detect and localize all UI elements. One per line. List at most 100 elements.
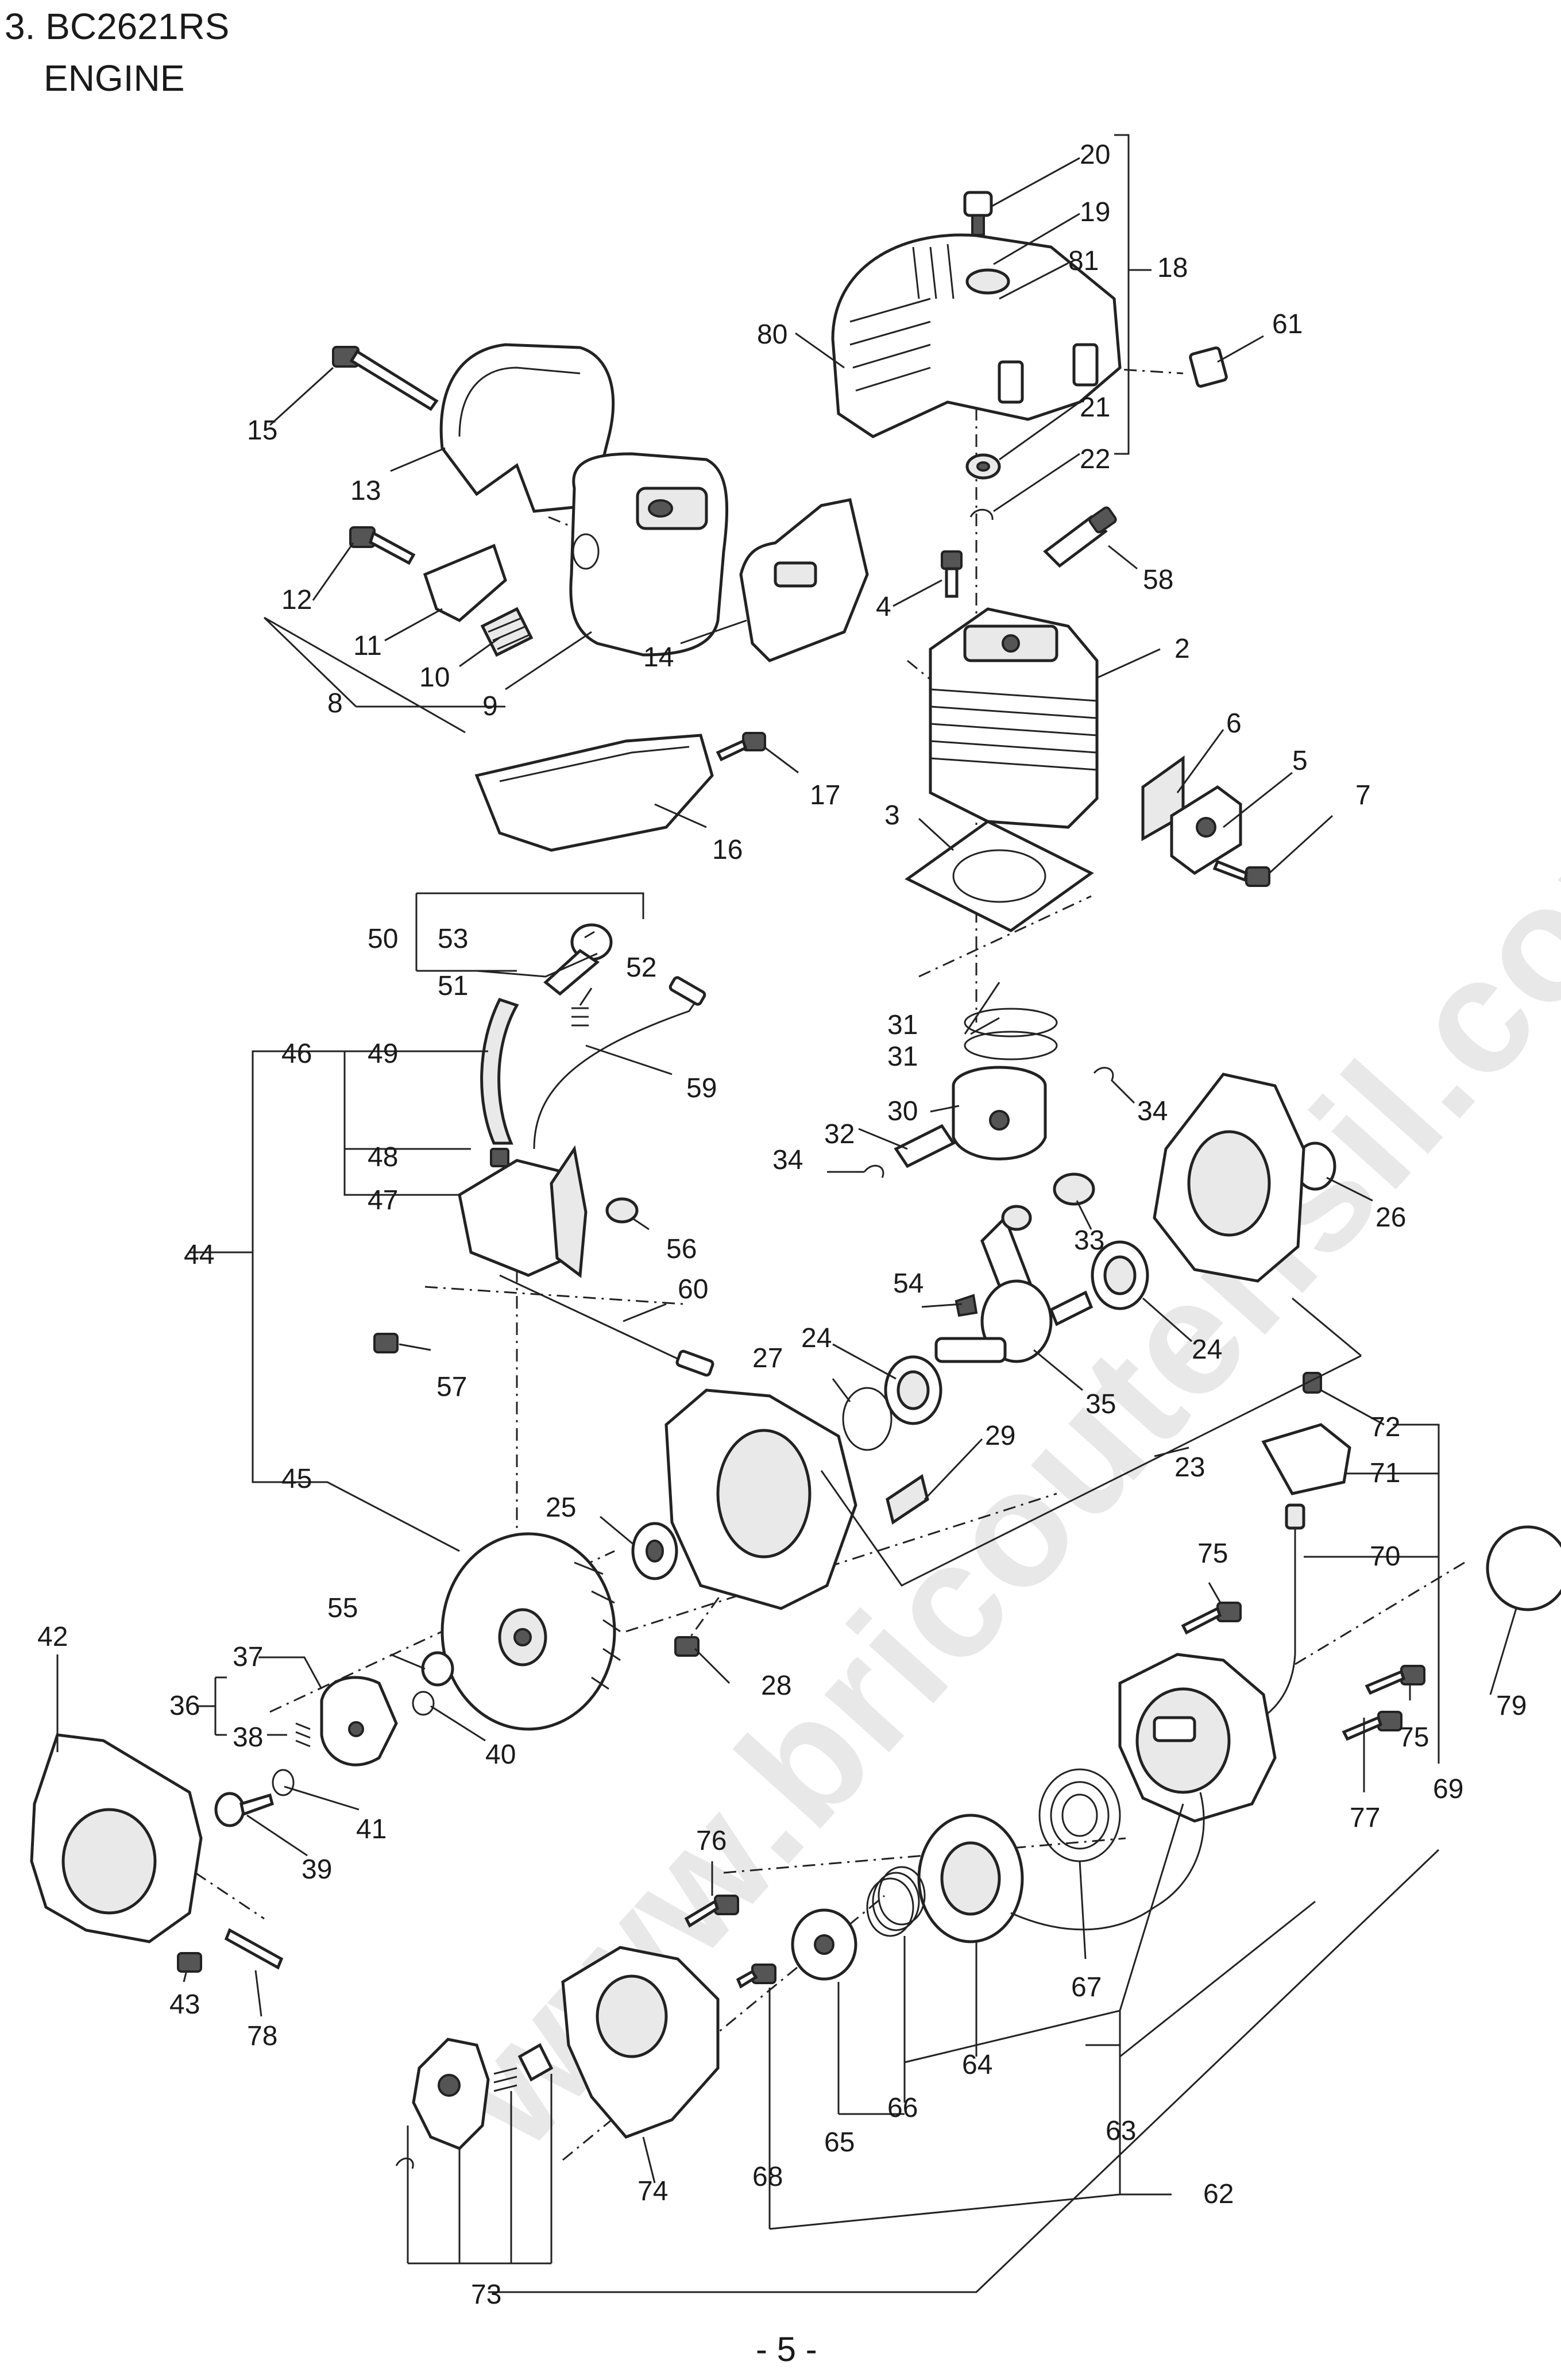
callout-8: 8 — [327, 688, 343, 719]
part-52-spring — [571, 1007, 589, 1027]
part-18-engine-cover — [831, 233, 1122, 438]
callout-37: 37 — [233, 1642, 263, 1672]
callout-9: 9 — [482, 691, 498, 722]
page-number: - 5 - — [756, 2330, 817, 2369]
part-41-washer — [272, 1769, 295, 1796]
callout-55: 55 — [327, 1593, 358, 1623]
callout-23: 23 — [1174, 1452, 1205, 1483]
callout-48: 48 — [368, 1142, 398, 1172]
part-11-bracket — [423, 543, 507, 622]
callout-66: 66 — [887, 2093, 918, 2123]
part-29-gasket — [886, 1473, 929, 1525]
part-34-circlip-upper — [1093, 1067, 1114, 1081]
callout-81: 81 — [1068, 246, 1099, 276]
part-60-ground-wire — [499, 1274, 714, 1377]
callout-42: 42 — [37, 1622, 68, 1652]
callout-53: 53 — [438, 924, 468, 954]
callout-78: 78 — [247, 2021, 277, 2051]
part-61-clip — [1189, 346, 1228, 388]
callout-22: 22 — [1080, 444, 1110, 475]
part-38-spring — [295, 1722, 311, 1748]
callout-30: 30 — [887, 1096, 918, 1127]
callout-46: 46 — [281, 1039, 312, 1069]
callout-77: 77 — [1350, 1803, 1380, 1833]
callout-20: 20 — [1080, 140, 1110, 170]
callout-71: 71 — [1370, 1458, 1400, 1488]
callout-16: 16 — [712, 835, 743, 865]
part-24-bearing-left — [884, 1355, 942, 1425]
callout-15: 15 — [247, 415, 277, 446]
part-14-heat-shield — [739, 498, 869, 662]
callout-10: 10 — [419, 662, 450, 693]
part-77-bolt — [1342, 1711, 1402, 1741]
part-22-circlip — [969, 508, 994, 520]
part-31-piston-rings — [964, 1008, 1058, 1060]
part-78-plug-wrench — [224, 1928, 284, 1970]
callout-13: 13 — [350, 476, 381, 506]
part-7-bolt — [1212, 859, 1270, 887]
callout-34-upper: 34 — [1137, 1096, 1168, 1127]
callout-73: 73 — [471, 2279, 501, 2310]
callout-40: 40 — [485, 1739, 516, 1770]
part-10-screen — [480, 607, 534, 657]
part-66-spring — [866, 1866, 926, 1937]
part-43-bolt — [177, 1952, 202, 1973]
part-27-oil-seal — [842, 1387, 892, 1451]
part-67-recoil-spring — [1038, 1768, 1121, 1862]
callout-7: 7 — [1355, 780, 1371, 811]
callout-64: 64 — [962, 2050, 992, 2080]
callout-50: 50 — [368, 924, 398, 954]
part-35-crankshaft — [934, 1205, 1094, 1363]
callout-51: 51 — [438, 971, 468, 1001]
callout-56: 56 — [666, 1234, 697, 1264]
part-20-knob — [963, 191, 993, 236]
callout-60: 60 — [678, 1274, 708, 1305]
part-37-clutch — [320, 1676, 398, 1766]
callout-47: 47 — [368, 1185, 398, 1216]
part-24-bearing-right — [1091, 1240, 1149, 1310]
diagram-title: 3. BC2621RS — [5, 6, 230, 47]
part-73-drum-assembly — [395, 2038, 554, 2169]
callout-58: 58 — [1143, 565, 1173, 595]
part-45-flywheel — [441, 1532, 621, 1731]
part-54-woodruff-key — [955, 1294, 978, 1317]
callout-14: 14 — [643, 642, 674, 673]
callout-11: 11 — [353, 631, 382, 661]
callout-65: 65 — [824, 2127, 855, 2158]
callout-2: 2 — [1174, 634, 1190, 664]
callout-43: 43 — [169, 1989, 200, 2020]
callout-4: 4 — [876, 592, 891, 622]
callout-76: 76 — [696, 1826, 727, 1856]
part-9-muffler — [569, 452, 729, 657]
callout-labels: 20 19 81 18 80 61 21 15 22 13 58 4 12 2 … — [37, 140, 1527, 2310]
part-32-piston-pin — [894, 1124, 956, 1168]
callout-70: 70 — [1370, 1541, 1400, 1572]
part-68-bolt — [736, 1964, 776, 1989]
callout-26: 26 — [1375, 1202, 1406, 1233]
part-57-bolt — [373, 1333, 399, 1353]
callout-45: 45 — [281, 1464, 312, 1494]
part-25-bearing — [631, 1522, 678, 1580]
part-47-ignition-coil — [458, 1145, 588, 1278]
callout-29: 29 — [985, 1421, 1015, 1451]
callout-63: 63 — [1106, 2116, 1136, 2146]
part-55-nut — [421, 1651, 454, 1687]
part-34-circlip-lower — [863, 1164, 884, 1178]
part-75-bolt-lower — [1365, 1665, 1425, 1695]
callout-57: 57 — [436, 1372, 467, 1402]
part-49-high-tension-cord — [480, 997, 519, 1145]
part-13-muffler-cover — [439, 343, 615, 513]
part-56-spacer — [605, 1197, 639, 1224]
callout-19: 19 — [1080, 197, 1110, 227]
callout-36: 36 — [169, 1691, 200, 1721]
part-79-decal — [1486, 1525, 1561, 1611]
callout-17: 17 — [810, 780, 840, 811]
part-23-crankcase-right — [1153, 1073, 1305, 1283]
callout-31-lower: 31 — [887, 1042, 918, 1072]
callout-54: 54 — [893, 1268, 924, 1299]
callout-79: 79 — [1496, 1691, 1527, 1721]
leader-lines — [56, 134, 1517, 2293]
callout-12: 12 — [281, 585, 312, 615]
